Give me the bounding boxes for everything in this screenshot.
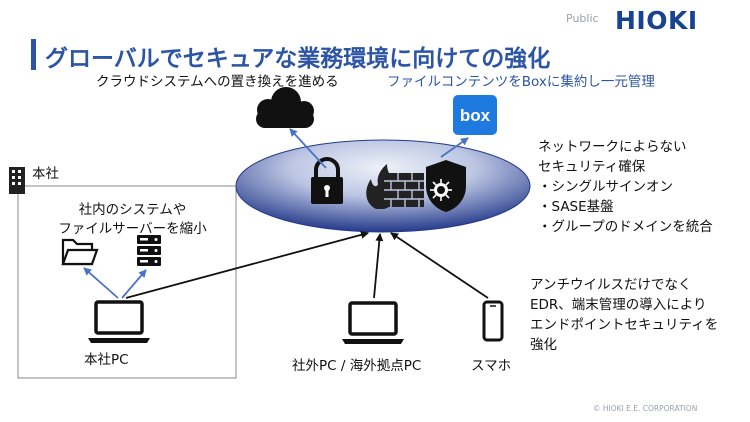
endpoint-description-line: アンチウイルスだけでなく <box>530 277 692 293</box>
box-logo-icon: box <box>453 95 497 135</box>
folder-icon <box>61 238 99 266</box>
hioki-logo: HIOKI <box>615 6 698 35</box>
security-description-line: ネットワークによらない <box>538 139 687 155</box>
pc-to-server-arrow <box>121 269 147 299</box>
smartphone-icon <box>482 300 504 342</box>
smartphone-to-hub-arrow <box>390 232 489 299</box>
hq-pc-label: 本社PC <box>84 352 129 368</box>
security-description-line: ・SASE基盤 <box>538 199 614 215</box>
smartphone-label: スマホ <box>471 358 512 374</box>
security-description-line: ・シングルサインオン <box>538 179 673 195</box>
external-pc-label: 社外PC / 海外拠点PC <box>292 358 422 374</box>
hq-pc-to-hub-arrow <box>125 230 369 299</box>
box-logo-text: box <box>460 106 491 125</box>
server-icon <box>137 235 161 266</box>
copyright-notice: © HIOKI E.E. CORPORATION <box>593 404 698 413</box>
headquarters-description-line: ファイルサーバーを縮小 <box>58 221 207 237</box>
lock-icon <box>311 157 343 204</box>
external-laptop-icon <box>342 301 404 344</box>
hq-laptop-icon <box>88 300 150 343</box>
security-hub-description: ネットワークによらない セキュリティ確保 ・シングルサインオン ・SASE基盤 … <box>538 137 713 237</box>
hub-to-cloud-arrow <box>289 128 327 169</box>
endpoint-description-line: EDR、端末管理の導入により <box>530 297 707 313</box>
headquarters-label: 本社 <box>32 166 59 182</box>
slide-title: グローバルでセキュアな業務環境に向けての強化 <box>45 46 551 72</box>
headquarters-description-line: 社内のシステムや <box>78 202 187 218</box>
building-icon <box>9 167 25 194</box>
security-description-line: セキュリティ確保 <box>538 159 646 175</box>
hub-to-box-arrow <box>440 137 469 158</box>
endpoint-security-description: アンチウイルスだけでなく EDR、端末管理の導入により エンドポイントセキュリテ… <box>530 275 718 355</box>
firewall-icon <box>366 164 424 209</box>
security-description-line: ・グループのドメインを統合 <box>538 219 713 235</box>
pc-to-folder-arrow <box>83 267 119 299</box>
external-pc-to-hub-arrow <box>373 233 384 299</box>
cloud-icon <box>256 87 314 128</box>
malware-shield-icon <box>426 160 466 212</box>
endpoint-description-line: 強化 <box>530 337 557 353</box>
cloud-caption: クラウドシステムへの置き換えを進める <box>96 74 339 90</box>
endpoint-description-line: エンドポイントセキュリティを <box>530 317 719 333</box>
headquarters-description: 社内のシステムや ファイルサーバーを縮小 <box>40 201 225 239</box>
classification-label: Public <box>566 12 599 25</box>
title-accent-bar <box>31 39 36 70</box>
box-caption: ファイルコンテンツをBoxに集約し一元管理 <box>387 74 655 90</box>
headquarters-boundary <box>17 185 237 379</box>
